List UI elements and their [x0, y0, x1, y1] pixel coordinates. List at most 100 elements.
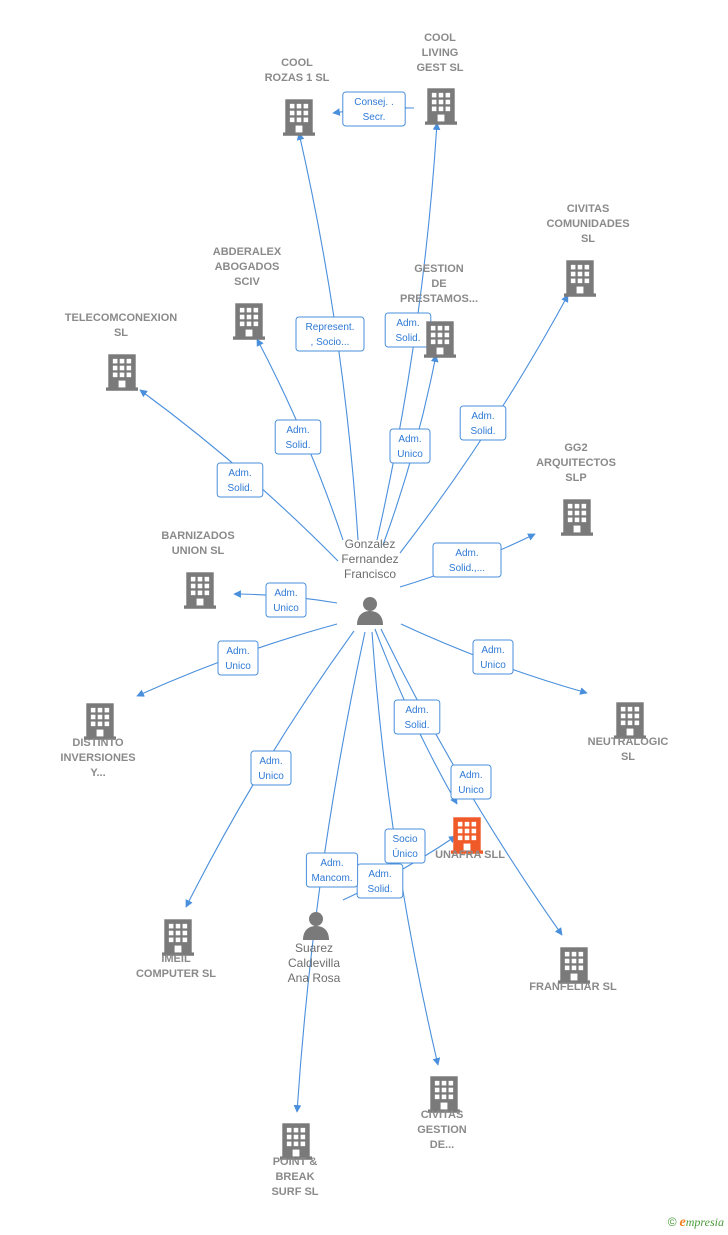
edge-label-suarez-to-unafra[interactable]: Adm. Solid.: [356, 863, 404, 899]
building-icon: [424, 321, 456, 358]
node-label-line: ABOGADOS: [215, 261, 280, 273]
node-label-line: IMEIL: [161, 953, 191, 965]
node-label-line: BARNIZADOS: [161, 530, 234, 542]
edge-label-center-to-franfeliar[interactable]: Adm.Unico: [450, 764, 492, 800]
node-label-line: COMUNIDADES: [546, 218, 629, 230]
edge-label-center-to-unafra[interactable]: Adm.Solid.: [393, 699, 441, 735]
building-icon: [233, 303, 265, 340]
node-label-line: SCIV: [234, 276, 260, 288]
node-label-line: BREAK: [275, 1171, 314, 1183]
edge-label-box: [389, 428, 431, 464]
building-icon: [425, 88, 457, 125]
edge-label-line: Adm.: [286, 425, 309, 436]
edge-label-line: Adm.: [228, 468, 251, 479]
edge-label-box: [450, 764, 492, 800]
edge-label-line: Adm.: [259, 756, 282, 767]
node-label-line: CIVITAS: [421, 1109, 464, 1121]
edge-label-line: Unico: [480, 660, 506, 671]
edge-label-center-to-civitas-comunidades[interactable]: Adm. Solid.: [459, 405, 507, 441]
edge-labels-layer: Represent., Socio...Consej. .Secr.Adm.So…: [216, 91, 514, 899]
person-icon: [303, 912, 329, 940]
node-label-line: GEST SL: [416, 62, 463, 74]
node-label-line: ROZAS 1 SL: [265, 72, 330, 84]
edge-label-line: Solid.: [404, 720, 429, 731]
edge-label-line: Unico: [458, 785, 484, 796]
edge-label-box: [305, 852, 359, 888]
node-neutralogic[interactable]: NEUTRALOGIC SL: [588, 702, 669, 763]
building-icon: [561, 499, 593, 536]
edge-label-center-to-barnizados[interactable]: Adm.Unico: [265, 582, 307, 618]
edge-label-line: Adm.: [471, 411, 494, 422]
node-label-line: NEUTRALOGIC: [588, 736, 669, 748]
node-label-line: SL: [621, 751, 635, 763]
edge-label-line: Unico: [258, 771, 284, 782]
node-point-break[interactable]: POINT & BREAK SURF SL: [271, 1123, 319, 1198]
node-distinto[interactable]: DISTINTOINVERSIONESY...: [60, 703, 136, 779]
node-franfeliar[interactable]: FRANFELIAR SL: [529, 947, 617, 993]
edge-label-line: Adm.: [368, 869, 391, 880]
empresia-brand[interactable]: ©empresia: [668, 1215, 724, 1231]
edge-label-center-to-imeil[interactable]: Adm. Unico: [250, 750, 292, 786]
edge-label-box: [432, 542, 502, 578]
edge-label-line: Unico: [273, 603, 299, 614]
edge-label-box: [295, 316, 365, 352]
edge-label-line: Consej. .: [354, 97, 393, 108]
node-gestion-prestamos[interactable]: GESTIONDEPRESTAMOS...: [400, 263, 478, 358]
node-civitas-gestion[interactable]: CIVITASGESTIONDE...: [417, 1076, 467, 1151]
edge-label-center-to-distinto[interactable]: Adm.Unico: [217, 640, 259, 676]
node-label-line: DISTINTO: [72, 737, 124, 749]
node-label-line: FRANFELIAR SL: [529, 981, 617, 993]
node-label-line: POINT &: [273, 1156, 318, 1168]
building-icon: [84, 703, 116, 740]
person-icon: [357, 597, 383, 625]
edge-label-line: Solid.: [285, 440, 310, 451]
edge-label-center-to-cool-rozas[interactable]: Represent., Socio...: [295, 316, 365, 352]
node-label-line: Fernandez: [341, 552, 398, 566]
edge-label-cool-living-to-cool-rozas[interactable]: Consej. .Secr.: [342, 91, 406, 127]
node-label-line: SURF SL: [271, 1186, 318, 1198]
building-icon: [283, 99, 315, 136]
edge-label-line: Adm.: [320, 858, 343, 869]
building-icon: [280, 1123, 312, 1160]
edge-label-line: Adm.: [455, 548, 478, 559]
node-label-line: ARQUITECTOS: [536, 457, 616, 469]
brand-e-icon: e: [679, 1215, 686, 1230]
node-label-line: Gonzalez: [345, 537, 396, 551]
node-label-line: COOL: [424, 32, 456, 44]
node-unafra[interactable]: UNAFRA SLL: [435, 817, 505, 861]
edge-label-line: Represent.: [306, 322, 355, 333]
edge-label-center-to-point-break[interactable]: Adm. Mancom.: [305, 852, 359, 888]
edge-label-line: Solid.: [470, 426, 495, 437]
node-label-line: Caldevilla: [288, 956, 340, 970]
edge-label-center-to-telecomconexion[interactable]: Adm.Solid.: [216, 462, 264, 498]
edge-label-line: Adm.: [396, 318, 419, 329]
brand-name: mpresia: [685, 1215, 724, 1229]
edge-label-box: [342, 91, 406, 127]
edge-label-center-to-neutralogic[interactable]: Adm.Unico: [472, 639, 514, 675]
edge-label-center-to-abderalex[interactable]: Adm. Solid.: [274, 419, 322, 455]
node-label-line: DE...: [430, 1139, 454, 1151]
node-label-line: TELECOMCONEXION: [65, 312, 178, 324]
edge-label-line: Solid.: [367, 884, 392, 895]
node-label-line: Suarez: [295, 941, 333, 955]
edge-label-line: Mancom.: [311, 873, 352, 884]
edge-label-box: [250, 750, 292, 786]
edge-label-center-to-gg2[interactable]: Adm.Solid.,...: [432, 542, 502, 578]
edge-label-center-to-gestion-prestamos[interactable]: Adm.Unico: [389, 428, 431, 464]
edge-label-box: [274, 419, 322, 455]
edge-label-box: [217, 640, 259, 676]
edge-label-line: Único: [392, 847, 418, 860]
building-icon: [162, 919, 194, 956]
edge-label-center-to-cool-living[interactable]: Adm.Solid.: [384, 312, 432, 348]
